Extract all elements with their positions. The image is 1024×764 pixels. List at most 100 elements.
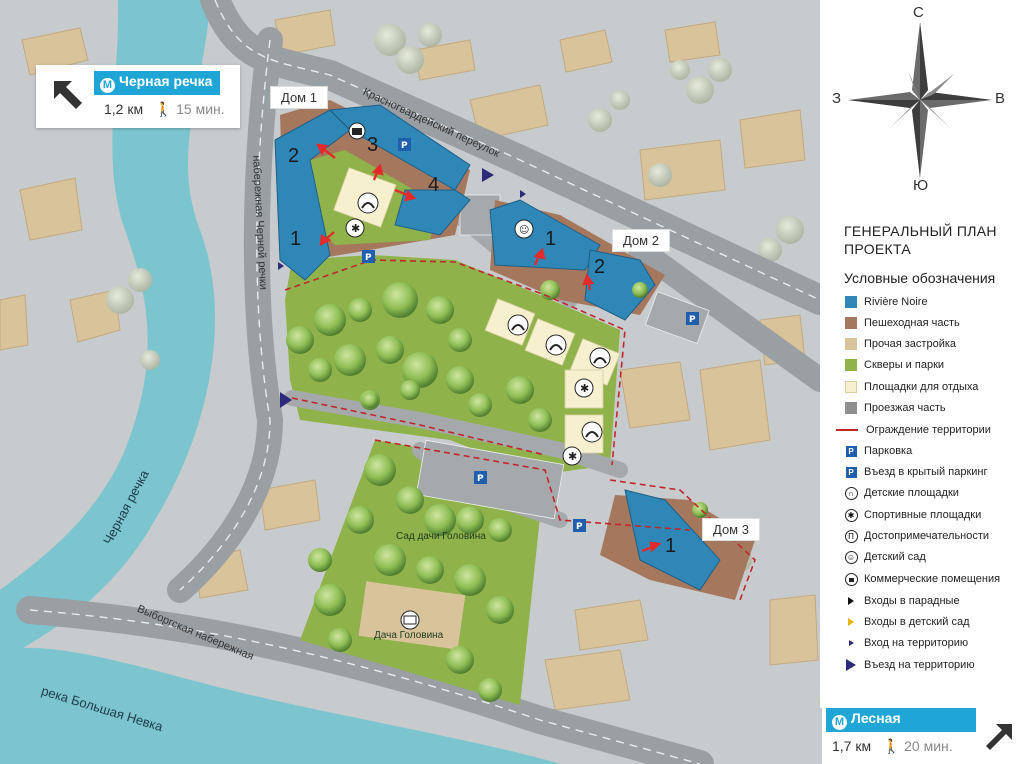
svg-text:P: P <box>477 474 484 484</box>
briefcase-icon <box>844 572 858 586</box>
metro-distance: 1,2 км <box>104 101 144 117</box>
parking-sign: P <box>362 250 375 263</box>
playground-icon-map <box>545 334 567 356</box>
sport-icon-map: ✱ <box>562 446 582 466</box>
section-number: 2 <box>288 145 300 167</box>
legend-item: Скверы и парки <box>844 356 944 374</box>
road-markings <box>29 0 821 764</box>
metro-card-top: M Черная речка 1,2 км 🚶 15 мин. <box>36 65 240 128</box>
metro-distance-row: 1,2 км 🚶 15 мин. <box>104 101 225 118</box>
brown-square-icon <box>844 316 858 330</box>
river-chernaya <box>0 0 215 660</box>
red-line-icon <box>834 423 860 437</box>
legend-subtitle: Условные обозначения <box>844 270 996 286</box>
blue-square-icon <box>844 295 858 309</box>
entrance-arrows <box>315 143 662 553</box>
parking-sign: P <box>686 312 699 325</box>
walk-icon: 🚶 <box>154 101 173 117</box>
park-label-dacha: Дача Головина <box>374 630 444 641</box>
black-triangle-icon <box>844 594 858 608</box>
yellow-triangle-icon <box>844 615 858 629</box>
svg-text:✱: ✱ <box>580 382 589 395</box>
svg-text:✱: ✱ <box>568 450 577 463</box>
legend-item: Площадки для отдыха <box>844 378 978 396</box>
parking-sign: P <box>573 519 586 532</box>
map-icons: ✱ ☺ ✱ ✱ <box>345 122 611 630</box>
territory-entry-markers <box>278 168 526 408</box>
sport-icon: ✱ <box>844 508 858 522</box>
parking-signs: P P P P P <box>362 138 699 532</box>
walk-time: 🚶 20 мин. <box>882 738 953 754</box>
cream-square-icon <box>844 380 858 394</box>
kindergarten-icon: ☺ <box>844 550 858 564</box>
legend-item: Прочая застройка <box>844 335 956 353</box>
playground-icon-map <box>507 314 529 336</box>
commercial-icon-map <box>348 122 366 140</box>
svg-text:P: P <box>689 315 696 325</box>
parking-sign: P <box>474 471 487 484</box>
compass-west-label: З <box>832 90 842 107</box>
house-label-2: Дом 2 <box>612 229 670 252</box>
legend-item: Пешеходная часть <box>844 314 960 332</box>
svg-text:P: P <box>576 522 583 532</box>
park-trees <box>286 280 748 702</box>
park-label-garden: Сад дачи Головина <box>396 531 486 542</box>
landmark-icon-map <box>400 610 420 630</box>
direction-arrow-icon <box>50 77 86 118</box>
playground-icon-map <box>589 347 611 369</box>
landmark-icon: Π <box>844 529 858 543</box>
green-square-icon <box>844 358 858 372</box>
legend-panel: ГЕНЕРАЛЬНЫЙ ПЛАН ПРОЕКТА Условные обозна… <box>820 212 1024 708</box>
section-number: 3 <box>367 134 379 156</box>
metro-station-tag: M Черная речка <box>94 71 221 95</box>
sport-icon-map: ✱ <box>345 218 365 238</box>
metro-card-bottom: M Лесная 1,7 км 🚶 20 мин. <box>822 706 1024 764</box>
legend-item: Входы в детский сад <box>844 613 970 631</box>
svg-text:P: P <box>401 141 408 151</box>
compass-east-label: В <box>995 90 1006 107</box>
navy-triangle-small-icon <box>844 636 858 650</box>
section-number: 1 <box>545 228 557 250</box>
legend-item: ☺Детский сад <box>844 548 926 566</box>
playground-icon-map <box>581 421 603 443</box>
legend-item: ✱Спортивные площадки <box>844 506 981 524</box>
sport-icon-map: ✱ <box>574 378 594 398</box>
metro-distance: 1,7 км <box>832 738 872 754</box>
section-number: 1 <box>290 228 302 250</box>
metro-station-name: Лесная <box>851 710 901 726</box>
metro-station-tag: M Лесная <box>826 708 976 732</box>
section-number: 2 <box>594 256 606 278</box>
kindergarten-icon-map: ☺ <box>514 219 534 239</box>
metro-distance-row: 1,7 км 🚶 20 мин. <box>832 738 953 755</box>
parking-icon: P <box>844 444 858 458</box>
compass-panel: С Ю З В <box>820 0 1024 212</box>
legend-item: Коммерческие помещения <box>844 570 1000 588</box>
legend-item: Проезжая часть <box>844 399 946 417</box>
legend-item: Въезд на территорию <box>844 656 975 674</box>
parking-sign: P <box>398 138 411 151</box>
direction-arrow-icon <box>982 720 1016 759</box>
svg-text:P: P <box>365 253 372 263</box>
legend-item: Вход на территорию <box>844 634 968 652</box>
covered-parking-icon: P <box>844 465 858 479</box>
svg-text:☺: ☺ <box>519 225 529 236</box>
playground-icon: ∩ <box>844 486 858 500</box>
metro-icon: M <box>100 78 115 93</box>
legend-item: Rivière Noire <box>844 293 928 311</box>
river-nevka <box>0 647 560 764</box>
walk-icon: 🚶 <box>882 738 901 754</box>
compass-south-label: Ю <box>913 177 929 194</box>
playground-icon-map <box>357 192 379 214</box>
legend-title: ГЕНЕРАЛЬНЫЙ ПЛАН ПРОЕКТА <box>844 223 997 257</box>
walk-time: 🚶 15 мин. <box>154 101 225 117</box>
legend-item: Ограждение территории <box>834 421 991 439</box>
metro-icon: M <box>832 715 847 730</box>
section-number: 4 <box>428 174 440 196</box>
tan-square-icon <box>844 337 858 351</box>
compass-rose-icon <box>848 22 992 178</box>
metro-station-name: Черная речка <box>119 73 213 89</box>
svg-text:✱: ✱ <box>351 222 360 235</box>
